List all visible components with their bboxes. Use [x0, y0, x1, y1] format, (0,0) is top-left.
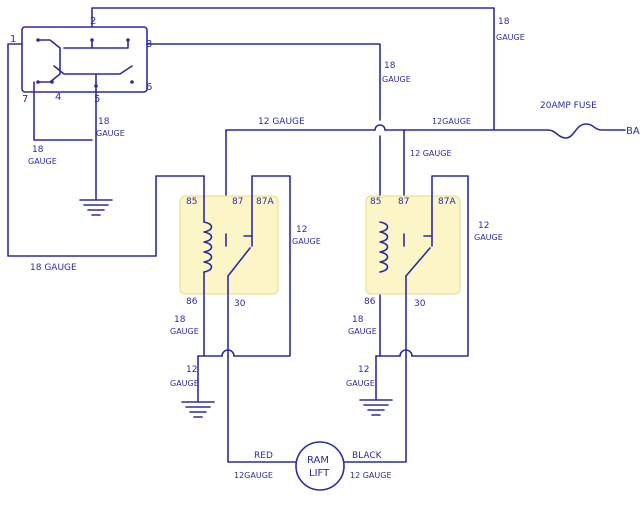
relay1-coil	[203, 221, 213, 273]
switch-dot-2	[90, 38, 94, 42]
ram-lift-motor: RAM LIFT RED 12GAUGE BLACK 12 GAUGE	[234, 441, 392, 491]
relay2-to-ram	[343, 355, 407, 463]
relay2-bottom-gauge-unit: GAUGE	[348, 327, 377, 336]
relay1-87a-loop	[233, 175, 291, 357]
gauge-left-unit: GAUGE	[28, 157, 57, 166]
gauge-left: 18	[32, 145, 44, 155]
relay2-ground-gauge: 12	[358, 365, 369, 375]
ram-red-label: RED	[254, 451, 273, 461]
gauge-switch-unit: GAUGE	[96, 129, 125, 138]
gauge-mid-unit: GAUGE	[382, 75, 411, 84]
wire-pin7	[33, 81, 93, 141]
ram-black-gauge: 12 GAUGE	[350, 471, 392, 480]
relay1-pin-86: 86	[186, 297, 198, 307]
switch-dot-6	[130, 80, 134, 84]
fuse-label: 20AMP FUSE	[540, 101, 597, 111]
relay1-pin-87: 87	[232, 197, 243, 207]
relay1-bottom-gauge: 18	[174, 315, 186, 325]
relay2-body	[365, 195, 461, 295]
ram-red-gauge: 12GAUGE	[234, 471, 273, 480]
switch-pin-5: 5	[94, 94, 100, 105]
switch-contact-left	[37, 39, 61, 83]
relay1-bottom-gauge-unit: GAUGE	[170, 327, 199, 336]
switch-dot-3	[126, 38, 130, 42]
gauge-top-right: 18	[498, 17, 510, 27]
relay2-input-gauge: 12 GAUGE	[410, 149, 452, 158]
switch-dot-5	[94, 84, 98, 88]
ram-lift-line2: LIFT	[309, 468, 330, 479]
relay2-coil	[379, 221, 389, 273]
battery-label: BA	[626, 126, 640, 137]
relay1-crossover	[221, 349, 235, 357]
wire-pin3-to-relay2	[146, 43, 381, 121]
relay2-pin-86: 86	[364, 297, 376, 307]
relay1-pin-87a: 87A	[256, 197, 274, 207]
rocker-switch: 1 2 3 7 4 5 6	[10, 16, 152, 105]
gauge-top-right-unit: GAUGE	[496, 33, 525, 42]
gauge-right-bus: 12GAUGE	[432, 117, 471, 126]
switch-dot-1	[36, 38, 40, 42]
gauge-switch: 18	[98, 117, 110, 127]
relay1-ground-gauge: 12	[186, 365, 197, 375]
relay2-switch-arm	[405, 247, 431, 277]
ground-symbol-relay1	[181, 401, 215, 418]
switch-pin-2: 2	[90, 16, 96, 27]
relay1-ground-gauge-unit: GAUGE	[170, 379, 199, 388]
switch-pin-6: 6	[146, 82, 152, 93]
ground-symbol-switch	[79, 199, 113, 216]
gauge-mid: 18	[384, 61, 396, 71]
ground-symbol-relay2	[359, 399, 393, 416]
relay1-switch-arm	[227, 247, 251, 277]
gauge-main-bus: 12 GAUGE	[258, 117, 305, 127]
switch-pin-1: 1	[10, 34, 16, 45]
ram-lift-line1: RAM	[307, 455, 329, 466]
relay2-87a-loop	[411, 175, 469, 357]
relay2-bottom-gauge: 18	[352, 315, 364, 325]
relay2-side-gauge-unit: GAUGE	[474, 233, 503, 242]
wire-pin1-relay1-85	[7, 43, 205, 257]
wire-pin2-to-bus	[91, 7, 495, 131]
fuse-symbol	[547, 123, 626, 139]
wires	[7, 7, 626, 357]
switch-pin-4: 4	[55, 92, 61, 103]
relay2-side-gauge: 12	[478, 221, 489, 231]
ram-black-label: BLACK	[352, 451, 383, 461]
wire-crossover	[374, 124, 386, 131]
relay2-pin-87a: 87A	[438, 197, 456, 207]
relay-2: 85 87 87A 86 30 12 GAUGE 18 GAUGE 12 GAU…	[343, 149, 503, 463]
relay1-body	[179, 195, 279, 295]
switch-bar-bottom	[53, 65, 133, 91]
ram-lift-circle	[295, 441, 345, 491]
relay2-pin-30: 30	[414, 299, 426, 309]
relay2-ground-gauge-unit: GAUGE	[346, 379, 375, 388]
relay2-pin-85: 85	[370, 197, 381, 207]
switch-pin-7: 7	[22, 94, 28, 105]
relay2-pin-87: 87	[398, 197, 409, 207]
relay1-side-gauge-unit: GAUGE	[292, 237, 321, 246]
relay1-pin-30: 30	[234, 299, 246, 309]
relay2-crossover	[399, 349, 413, 357]
relay-1: 85 87 87A 86 30 12 GAUGE 18 GAUGE 12 GAU…	[170, 175, 321, 463]
relay1-side-gauge: 12	[296, 225, 307, 235]
switch-bar-top	[63, 39, 129, 49]
relay1-pin-85: 85	[186, 197, 197, 207]
gauge-bottom-left: 18 GAUGE	[30, 263, 77, 273]
relay1-to-ram	[227, 355, 297, 463]
switch-dot-4	[50, 80, 54, 84]
switch-body	[21, 26, 148, 93]
switch-dot-7	[36, 80, 40, 84]
gauge-labels: 18 GAUGE 18 GAUGE 18 GAUGE 18 GAUGE 18 G…	[28, 17, 640, 273]
